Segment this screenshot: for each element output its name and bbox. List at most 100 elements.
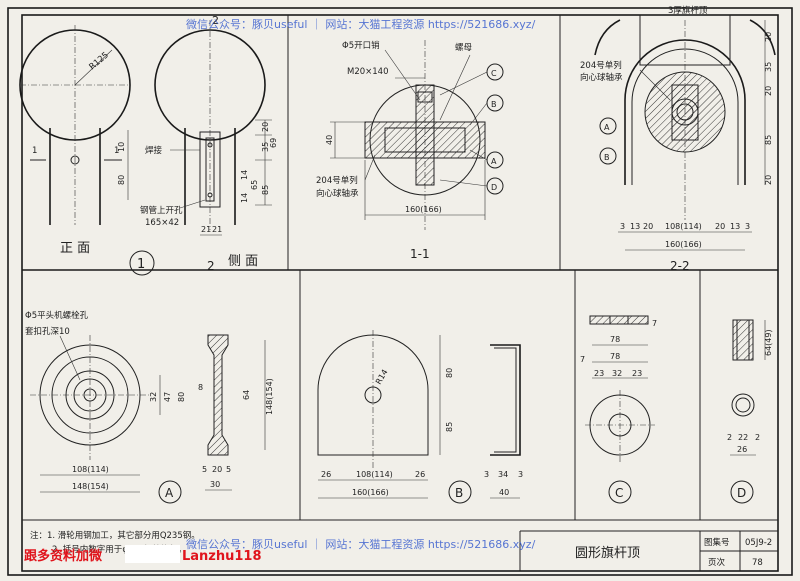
page-value: 78 (752, 558, 763, 568)
side-dim-85: 85 (261, 185, 270, 195)
part-c-width-2: 78 (610, 352, 620, 361)
part-d-label: D (737, 486, 746, 500)
dim-b-width: 160(166) (665, 240, 702, 249)
front-view-label: 正 面 (60, 241, 90, 256)
side-ball-outline (154, 29, 266, 141)
part-b-label: B (455, 486, 463, 500)
hole-note-1: 钢管上开孔 (140, 205, 183, 216)
part-b-26a: 26 (321, 470, 331, 479)
side-dim-65: 65 (250, 180, 259, 190)
weld-label: 焊接 (145, 145, 163, 156)
bearing-line-1: 204号单列 (316, 175, 358, 186)
section-1-title: 1-1 (410, 247, 430, 261)
part-a-dim-80: 80 (177, 392, 186, 402)
part-a-dim-64: 64 (242, 390, 251, 400)
part-c-sub-23b: 23 (632, 369, 642, 378)
side-dim-14a: 14 (240, 170, 249, 180)
part-d-dim-22: 22 (738, 433, 748, 442)
radius-label: R125 (88, 50, 111, 72)
part-a-dim-148-side: 148(154) (265, 378, 274, 415)
part-c-sub-32: 32 (612, 369, 622, 378)
part-c-label: C (615, 486, 623, 500)
part-c-sub-23a: 23 (594, 369, 604, 378)
part-a-dim-47: 47 (163, 392, 172, 402)
dim-b-inner: 108(114) (665, 222, 702, 231)
part-b-side-40: 40 (499, 488, 509, 497)
part-a-b-5b: 5 (226, 465, 231, 474)
frame (7, 7, 793, 576)
side-dim-21a: 21 (201, 225, 211, 234)
section-2-title: 2-2 (670, 259, 690, 273)
part-b-height-top: 80 (445, 368, 454, 378)
part-c-thickness: 7 (652, 319, 657, 328)
part-a-b-5a: 5 (202, 465, 207, 474)
part-d-dim-2b: 2 (755, 433, 760, 442)
side-dim-35: 35 (261, 142, 270, 152)
side-dim-14b: 14 (240, 193, 249, 203)
part-a-b-20: 20 (212, 465, 222, 474)
part-a: Φ5平头机螺栓孔 套扣孔深10 32 47 80 8 64 148(154) 1… (25, 310, 274, 504)
section-mark-top: 2 (212, 14, 219, 27)
drawing-title: 圆形旗杆顶 (575, 545, 640, 561)
part-b-26b: 26 (415, 470, 425, 479)
part-d: 64(49) 2 22 2 26 D (727, 319, 773, 504)
watermark-bottom: 微信公众号：豚贝useful ｜ 网站：大猫工程资源 https://52168… (186, 537, 536, 551)
part-a-b-30: 30 (210, 480, 220, 489)
bearing-line-2: 向心球轴承 (316, 188, 359, 199)
dim-b-20b: 20 (715, 222, 725, 231)
part-b-height-bottom: 85 (445, 422, 454, 432)
dim-r-35: 35 (764, 62, 773, 72)
part-b-side-3b: 3 (518, 470, 523, 479)
section-mark-bottom: 2 (207, 259, 215, 273)
marker-2-a: A (604, 123, 610, 132)
note-line-2: 2. 括号内数字用于φ168钢管旗杆。 (52, 544, 187, 555)
view-number-circle (129, 250, 155, 276)
atlas-value: 05J9-2 (745, 538, 772, 548)
cut-mark-right: 1 (114, 146, 119, 156)
section-2-2: 3厚旗杆顶 204号单列 向心球轴承 A B 20 35 20 85 20 3 … (580, 5, 776, 273)
dim-r-20b: 20 (764, 86, 773, 96)
side-view-label: 侧 面 (228, 254, 258, 269)
section-1-1: Φ5开口销 M20×140 螺母 204号单列 向心球轴承 40 160(166… (316, 40, 504, 261)
redaction-box (125, 545, 180, 563)
cut-mark-left: 1 (32, 146, 37, 156)
part-d-dim-26: 26 (737, 445, 747, 454)
note-line-1: 注：1. 滑轮用钢加工，其它部分用Q235钢。 (30, 530, 200, 541)
part-b-width-outer: 160(166) (352, 488, 389, 497)
front-dim-10: 10 (117, 142, 126, 152)
page-label: 页次 (708, 557, 726, 568)
nut-label: 螺母 (455, 42, 472, 53)
bolt-label: M20×140 (347, 67, 389, 77)
marker-a: A (491, 157, 497, 166)
contact-id: Lanzhu118 (182, 549, 262, 564)
dim-r-85: 85 (764, 135, 773, 145)
part-d-dim-2a: 2 (727, 433, 732, 442)
part-a-dim-32: 32 (149, 392, 158, 402)
marker-d: D (491, 183, 497, 192)
part-a-label: A (165, 486, 174, 500)
part-b-width-inner: 108(114) (356, 470, 393, 479)
marker-c: C (491, 69, 497, 78)
part-c: 7 78 78 7 23 32 23 C (580, 315, 657, 504)
top-plate-note: 3厚旗杆顶 (668, 5, 708, 16)
notes: 注：1. 滑轮用钢加工，其它部分用Q235钢。 2. 括号内数字用于φ168钢管… (30, 530, 200, 555)
part-a-note-1: Φ5平头机螺栓孔 (25, 310, 89, 321)
title-block: 圆形旗杆顶 图集号 05J9-2 页次 78 (519, 530, 778, 571)
part-b: R14 80 85 26 108(114) 26 160(166) 3 34 3… (317, 330, 523, 504)
part-b-side-3a: 3 (484, 470, 489, 479)
part-a-width-outer: 148(154) (72, 482, 109, 491)
part-c-side: 7 (580, 355, 585, 364)
section-1-height: 40 (325, 135, 334, 145)
part-b-side-34: 34 (498, 470, 508, 479)
marker-2-b: B (604, 153, 610, 162)
atlas-label: 图集号 (704, 537, 730, 548)
dim-b-3b: 3 (745, 222, 750, 231)
side-dim-69: 69 (269, 138, 278, 148)
cotter-pin-label: Φ5开口销 (342, 40, 380, 51)
part-a-note-2: 套扣孔深10 (25, 326, 70, 337)
dim-r-20a: 20 (764, 32, 773, 42)
part-a-width-inner: 108(114) (72, 465, 109, 474)
section-1-width: 160(166) (405, 205, 442, 214)
marker-b: B (491, 100, 497, 109)
